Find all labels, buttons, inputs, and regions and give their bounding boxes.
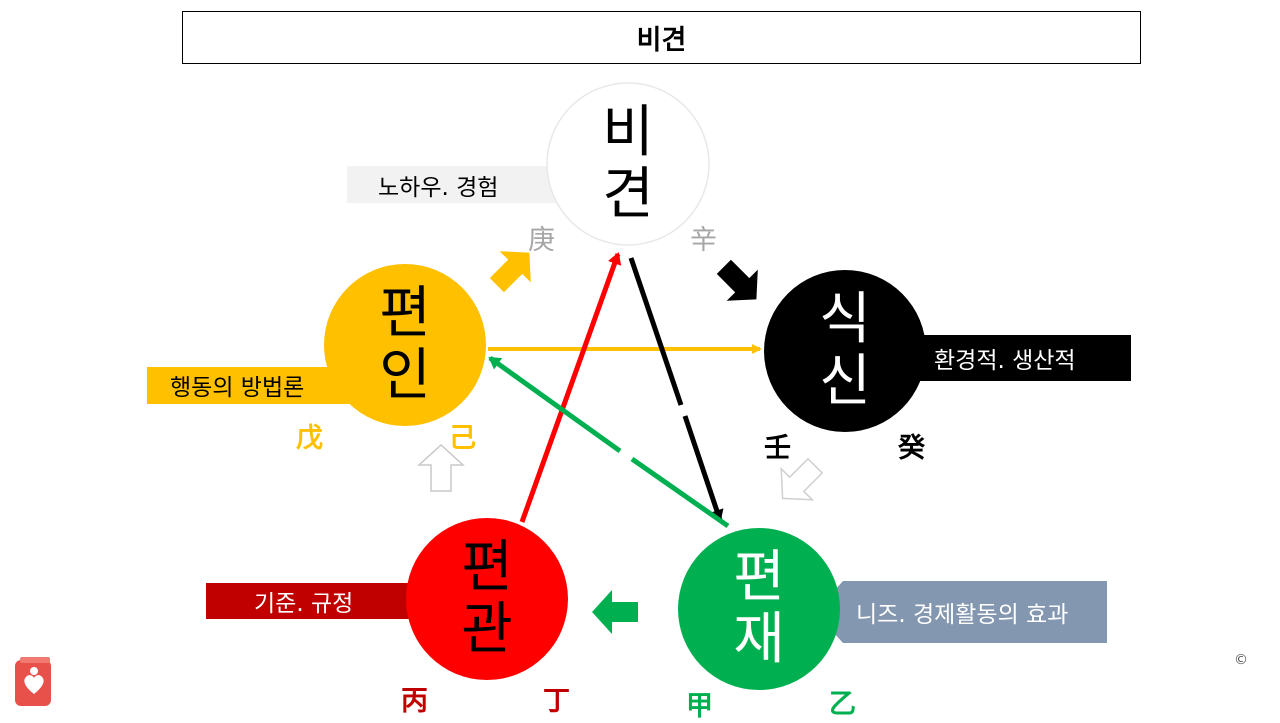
circle-bigyeon xyxy=(546,82,710,246)
tag-pyeonjae: 니즈. 경제활동의 효과 xyxy=(856,602,1069,628)
arrow-pyeongwan-to-bigyeon xyxy=(519,252,622,523)
block-arrow-pyeonjae-to-pyeongwan xyxy=(592,590,638,634)
page-title: 비견 xyxy=(182,11,1141,64)
arrow-pyeonjae-to-pyeonin-head xyxy=(488,355,622,454)
node-bigyeon-bottom: 견 xyxy=(602,162,654,227)
node-pyeongwan: 편 관 xyxy=(437,531,537,667)
tag-pyeongwan-shape xyxy=(206,583,430,619)
tag-bigyeon: 노하우. 경험 xyxy=(378,175,499,201)
node-siksin: 식 신 xyxy=(795,283,895,419)
circle-pyeonin xyxy=(324,264,486,426)
node-pyeonjae-bottom: 재 xyxy=(733,607,785,672)
node-pyeonin: 편 인 xyxy=(355,277,455,413)
node-bigyeon-top: 비 xyxy=(602,100,654,165)
stem-gi: 己 xyxy=(449,423,476,454)
node-pyeongwan-top: 편 xyxy=(461,535,513,600)
block-arrow-pyeonin-to-bigyeon xyxy=(489,251,531,293)
tag-pyeonin: 행동의 방법론 xyxy=(170,375,305,401)
stem-gyeong: 庚 xyxy=(528,225,555,256)
book-heart-icon xyxy=(15,657,51,706)
arrow-bigyeon-to-pyeonjae xyxy=(628,257,684,406)
stem-mu: 戊 xyxy=(296,423,323,454)
stem-eul: 乙 xyxy=(829,689,856,720)
arrow-pyeonjae-to-pyeonin xyxy=(630,456,730,529)
node-pyeonin-bottom: 인 xyxy=(379,343,431,408)
stem-jeong: 丁 xyxy=(543,686,570,717)
circle-pyeonjae xyxy=(678,528,840,690)
stem-byeong: 丙 xyxy=(401,686,428,717)
tag-siksin: 환경적. 생산적 xyxy=(934,348,1076,374)
tag-siksin-shape xyxy=(908,335,1131,381)
stem-gye: 癸 xyxy=(898,433,925,464)
node-pyeonjae-top: 편 xyxy=(733,545,785,610)
block-arrow-bigyeon-to-siksin xyxy=(716,259,758,301)
tag-pyeonjae-shape xyxy=(815,581,1107,643)
tag-bigyeon-shape xyxy=(347,166,570,203)
circle-pyeongwan xyxy=(406,518,568,680)
node-bigyeon: 비 견 xyxy=(578,96,678,232)
tag-pyeonin-shape xyxy=(147,367,350,404)
stem-gap: 甲 xyxy=(686,691,713,722)
node-siksin-top: 식 xyxy=(819,287,871,352)
node-siksin-bottom: 신 xyxy=(819,349,871,414)
tag-pyeongwan: 기준. 규정 xyxy=(254,591,354,617)
circle-siksin xyxy=(764,270,926,432)
copyright-mark: © xyxy=(1234,652,1248,668)
block-arrow-pyeongwan-to-pyeonin xyxy=(417,443,465,492)
node-pyeongwan-bottom: 관 xyxy=(461,597,513,662)
node-pyeonjae: 편 재 xyxy=(709,541,809,677)
arrow-bigyeon-to-pyeonjae-tail xyxy=(682,415,724,522)
stem-sin: 辛 xyxy=(690,225,717,256)
block-arrow-siksin-to-pyeonjae xyxy=(780,457,824,501)
stem-im: 壬 xyxy=(764,433,791,464)
node-pyeonin-top: 편 xyxy=(379,281,431,346)
